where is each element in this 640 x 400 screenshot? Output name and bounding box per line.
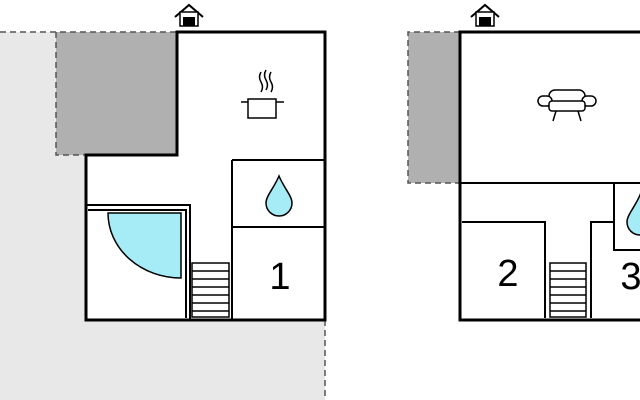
ground-floor-interior-walls	[86, 159, 325, 320]
house-entrance-icon	[470, 3, 500, 27]
water-drop-icon	[626, 193, 640, 236]
upper-floor-interior-walls	[460, 182, 640, 318]
water-drop-icon	[265, 174, 293, 217]
room-number-3: 3	[620, 256, 640, 298]
terrace-outline	[407, 31, 460, 184]
stairs-icon	[549, 262, 587, 318]
ground-floor-plan: 1	[0, 3, 327, 400]
corner-shower-icon	[107, 212, 182, 279]
room-number-1: 1	[269, 256, 290, 298]
terrace-area-dark	[56, 32, 177, 155]
upper-floor-plan: 2 3	[407, 3, 640, 322]
terrace-dark-outline	[55, 32, 86, 156]
room-number-2: 2	[497, 253, 518, 295]
cooking-pot-icon	[241, 69, 284, 119]
stairs-icon	[191, 262, 230, 318]
terrace-area-dark	[408, 32, 460, 183]
house-entrance-icon	[174, 3, 204, 27]
sofa-icon	[537, 89, 597, 122]
